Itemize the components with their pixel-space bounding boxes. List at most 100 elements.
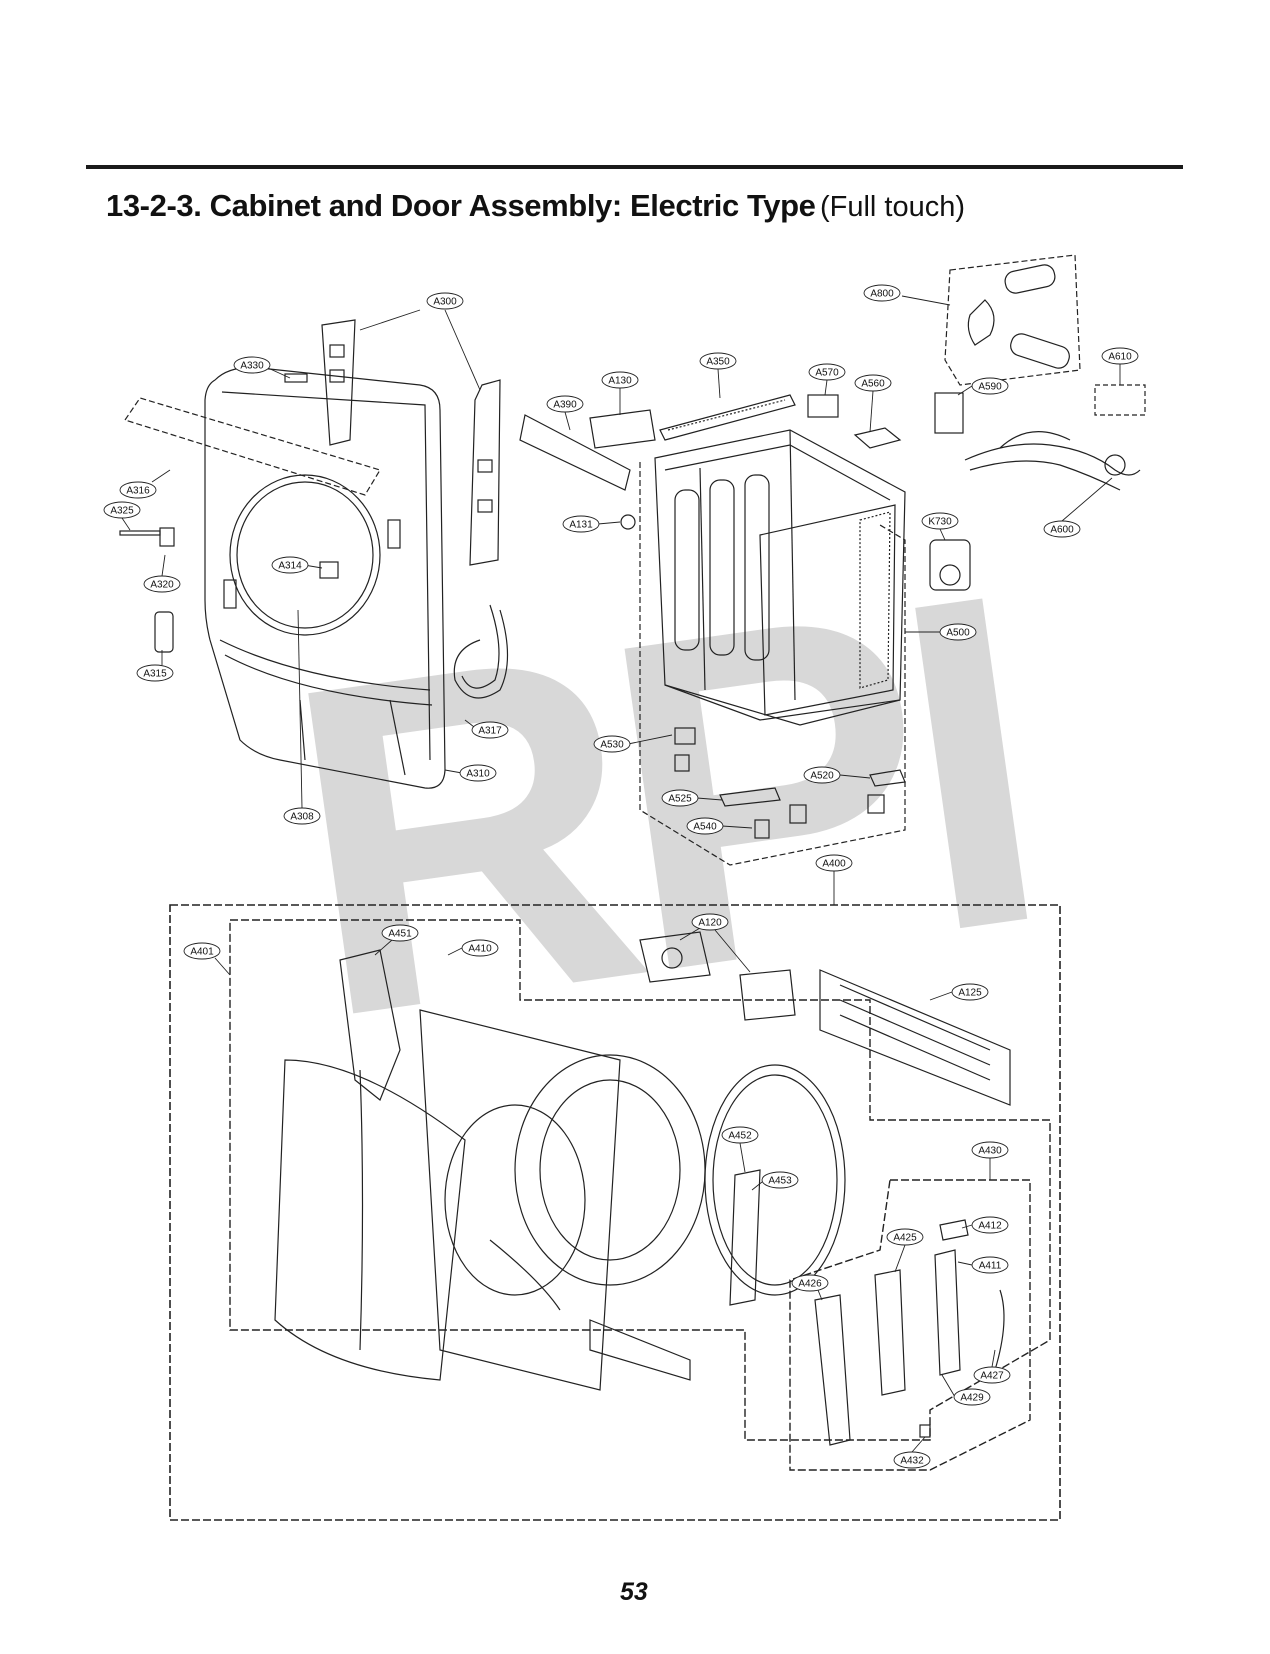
callout-a432: A432: [893, 1436, 931, 1469]
callout-a308: A308: [283, 609, 321, 825]
page-number: 53: [620, 1578, 648, 1606]
callout-bubble: [971, 377, 1009, 395]
callout-bubble: [791, 1274, 829, 1292]
page-title-sub: (Full touch): [819, 191, 966, 223]
callout-label-text: K730: [928, 517, 952, 528]
callout-bubble: [271, 556, 309, 574]
callout-leader-line: [901, 295, 951, 306]
callout-bubble: [136, 664, 174, 682]
callout-bubble: [699, 352, 737, 370]
callout-a540: A540: [686, 817, 753, 835]
callout-label-text: A410: [468, 944, 492, 955]
cabinet-group-outline: [639, 462, 906, 866]
callout-leader-line: [1061, 477, 1113, 522]
door-handle-part: [339, 949, 401, 1101]
control-panel-grille-part: [819, 969, 1011, 1106]
callout-label-text: A130: [608, 376, 632, 387]
callout-label-text: A315: [143, 669, 167, 680]
callout-bubble: [803, 766, 841, 784]
callout-leader-line: [444, 769, 463, 774]
callout-a425: A425: [886, 1228, 924, 1273]
callout-a430: A430: [971, 1141, 1009, 1180]
callout-label-text: A530: [600, 740, 624, 751]
callout-bubble: [951, 983, 989, 1001]
callout-label-text: A426: [798, 1279, 822, 1290]
callout-leader-line: [447, 947, 463, 956]
small-clip-parts: [119, 373, 339, 653]
callout-a451: A451: [374, 924, 419, 956]
callout-bubble: [183, 942, 221, 960]
callout-bubble: [939, 623, 977, 641]
bracket-a560-part: [853, 427, 902, 449]
callout-label-text: A390: [553, 400, 577, 411]
callout-bubble: [661, 789, 699, 807]
callout-leader-line: [627, 734, 673, 745]
front-panel-part: [204, 366, 446, 789]
callout-a125: A125: [929, 983, 989, 1001]
callout-leader-line: [869, 390, 874, 433]
exhaust-duct-part: [944, 254, 1081, 386]
callout-label-text: A308: [290, 812, 314, 823]
callout-bubble: [863, 284, 901, 302]
callout-label-text: A325: [110, 506, 134, 517]
callout-bubble: [1101, 347, 1139, 365]
callout-label-text: A610: [1108, 352, 1132, 363]
callout-labels: A300A330A316A325A320A314A315A308A317A310…: [103, 284, 1139, 1469]
callout-bubble: [971, 1141, 1009, 1159]
callout-leader-line: [161, 554, 166, 577]
callout-a350: A350: [699, 352, 737, 399]
callout-leader-line: [839, 774, 871, 779]
callout-a120: A120: [679, 913, 751, 973]
callout-label-text: A453: [768, 1176, 792, 1187]
callout-label-text: A425: [893, 1233, 917, 1244]
page-title-main: 13-2-3. Cabinet and Door Assembly: Elect…: [106, 188, 816, 223]
callout-label-text: A451: [388, 929, 412, 940]
callout-a525: A525: [661, 789, 723, 807]
callout-label-text: A131: [569, 520, 593, 531]
callout-a316: A316: [119, 469, 171, 499]
callout-leader-line: [214, 957, 231, 976]
callout-leader-line: [894, 1244, 906, 1273]
callout-leader-line: [151, 469, 171, 483]
callout-bubble: [119, 481, 157, 499]
insulation-sheet-part: [124, 397, 381, 496]
callout-bubble: [973, 1366, 1011, 1384]
callout-bubble: [815, 854, 853, 872]
panel-bracket-part: [321, 319, 501, 566]
callout-leader-line: [297, 609, 303, 809]
callout-a412: A412: [961, 1216, 1009, 1234]
door-group-outline: [169, 904, 1061, 1521]
callout-bubble: [546, 395, 584, 413]
callout-a320: A320: [143, 554, 181, 593]
callout-label-text: A401: [190, 947, 214, 958]
callout-label-text: A320: [150, 580, 174, 591]
callout-a610: A610: [1101, 347, 1139, 385]
latch-subgroup-outline: [789, 1179, 1031, 1471]
callout-label-text: A560: [861, 379, 885, 390]
callout-a131: A131: [562, 515, 621, 533]
callout-bubble: [103, 501, 141, 519]
callout-a310: A310: [444, 764, 497, 782]
callout-label-text: A500: [946, 628, 970, 639]
connector-a590-part: [934, 392, 964, 434]
callout-label-text: A314: [278, 561, 302, 572]
callout-label-text: A350: [706, 357, 730, 368]
callout-bubble: [953, 1388, 991, 1406]
callout-bubble: [893, 1451, 931, 1469]
callout-leader-line: [751, 1181, 763, 1191]
callout-leader-line: [957, 385, 973, 396]
display-pcb-part: [639, 931, 711, 983]
callout-bubble: [426, 292, 464, 310]
callout-bubble: [971, 1256, 1009, 1274]
hinge-parts: [729, 1169, 761, 1306]
callout-bubble: [461, 939, 499, 957]
callout-a429: A429: [941, 1374, 991, 1406]
motor-part: [929, 539, 971, 591]
callout-bubble: [808, 363, 846, 381]
callout-a315: A315: [136, 650, 174, 682]
callout-label-text: A452: [728, 1131, 752, 1142]
callout-a300: A300: [359, 292, 481, 391]
callout-leader-line: [267, 367, 291, 379]
main-wire-harness-part: [964, 431, 1141, 491]
callout-leader-line: [961, 1224, 973, 1229]
